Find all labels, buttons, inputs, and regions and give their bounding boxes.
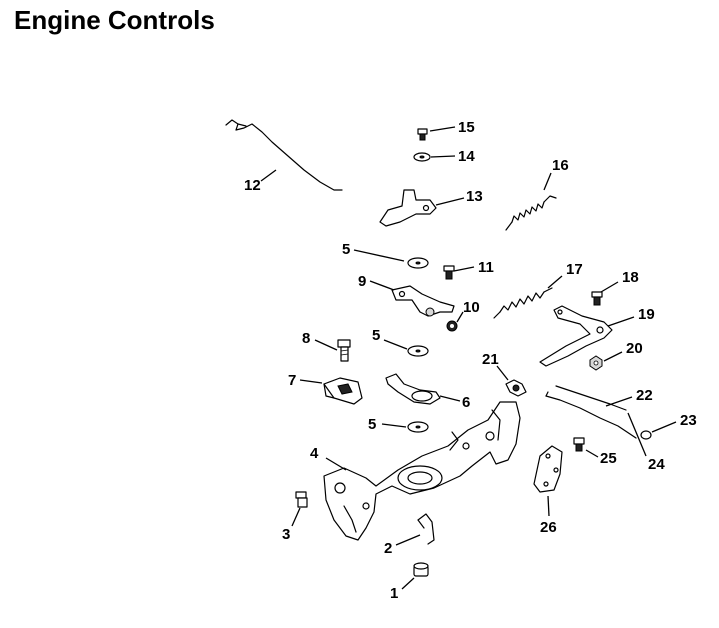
part-3-screw <box>295 491 308 508</box>
part-21-clamp <box>505 379 527 397</box>
part-18-screw <box>591 291 603 306</box>
part-17-spring <box>493 287 553 319</box>
label-part-5-lower: 5 <box>368 416 376 433</box>
label-part-6: 6 <box>462 394 470 411</box>
part-23-nut <box>640 430 652 440</box>
part-15-screw <box>417 128 428 141</box>
label-part-4: 4 <box>310 445 319 462</box>
part-5-washer-middle <box>407 345 429 357</box>
label-part-9: 9 <box>358 273 366 290</box>
label-part-10: 10 <box>463 299 480 316</box>
part-22-choke-rod <box>545 391 637 439</box>
label-part-1: 1 <box>390 585 398 602</box>
label-part-11: 11 <box>478 259 494 276</box>
leader-lines <box>260 126 677 590</box>
part-25-screw <box>573 437 585 452</box>
part-number-labels: 15 14 16 12 13 5 11 17 18 9 10 19 8 5 20… <box>244 119 697 602</box>
label-part-26: 26 <box>540 519 557 536</box>
part-8-bolt <box>337 339 351 362</box>
part-10-nut <box>446 320 458 332</box>
label-part-14: 14 <box>458 148 475 165</box>
label-part-16: 16 <box>552 157 569 174</box>
part-26-bracket-plate <box>533 445 563 493</box>
label-part-20: 20 <box>626 340 643 357</box>
label-part-2: 2 <box>384 540 392 557</box>
label-part-24: 24 <box>648 456 665 473</box>
part-5-washer-lower <box>407 421 429 433</box>
label-part-25: 25 <box>600 450 617 467</box>
label-part-15: 15 <box>458 119 475 136</box>
page-title: Engine Controls <box>14 5 215 35</box>
label-part-5-middle: 5 <box>372 327 380 344</box>
label-part-7: 7 <box>288 372 296 389</box>
label-part-3: 3 <box>282 526 290 543</box>
part-19-speed-control-lever <box>539 305 613 367</box>
label-part-5-top: 5 <box>342 241 350 258</box>
part-5-washer-top <box>407 257 429 269</box>
part-14-washer <box>413 152 431 162</box>
part-6-choke-lever <box>385 373 441 405</box>
label-part-8: 8 <box>302 330 310 347</box>
label-part-21: 21 <box>482 351 499 368</box>
part-1-nut <box>413 562 429 577</box>
label-part-19: 19 <box>638 306 655 323</box>
label-part-17: 17 <box>566 261 583 278</box>
part-13-control-plate <box>379 189 437 227</box>
part-7-clip-bracket <box>323 377 363 405</box>
part-9-throttle-lever <box>391 285 455 317</box>
label-part-23: 23 <box>680 412 697 429</box>
part-4-main-control-bracket <box>323 401 521 541</box>
part-2-spring-clip <box>417 513 435 545</box>
part-11-screw <box>443 265 455 280</box>
part-12-linkage-rod <box>225 119 343 191</box>
label-part-22: 22 <box>636 387 653 404</box>
label-part-18: 18 <box>622 269 639 286</box>
label-part-12: 12 <box>244 177 261 194</box>
part-24-link-rod <box>555 385 627 411</box>
label-part-13: 13 <box>466 188 483 205</box>
part-20-nut <box>589 355 603 371</box>
part-16-spring <box>505 195 557 231</box>
